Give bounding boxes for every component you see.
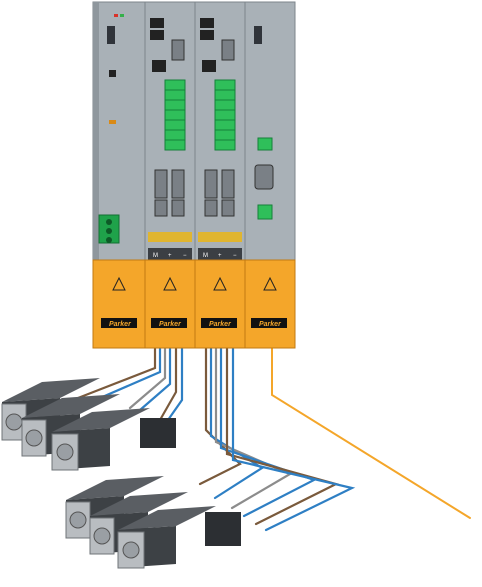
orange-covers xyxy=(92,259,296,349)
status-led-green xyxy=(120,14,124,17)
cable-brown-3 xyxy=(198,346,242,486)
parker-logo: Parker Parker Parker Parker xyxy=(101,318,287,328)
servo-motor xyxy=(117,506,241,569)
cable-blue-1 xyxy=(98,346,162,400)
cable-brown-2 xyxy=(158,346,178,422)
terminal-label-plus-2: + xyxy=(218,253,222,259)
cable-brown-4 xyxy=(225,346,340,526)
brand-text-3: Parker xyxy=(209,321,232,328)
brand-text-2: Parker xyxy=(159,321,182,328)
drive-rack: M + − M + − xyxy=(92,1,296,349)
axis-module-1: M + − xyxy=(144,1,196,261)
servo-motor-group-upper xyxy=(1,378,176,471)
servo-motor-group-lower xyxy=(65,476,241,569)
dip-switch xyxy=(257,137,273,151)
cable-blue-5 xyxy=(219,346,317,518)
servo-motor xyxy=(51,408,176,471)
cable-blue-2 xyxy=(138,346,172,412)
status-led-red xyxy=(114,14,118,17)
ethernet-port xyxy=(150,18,164,28)
front-connector xyxy=(107,26,115,44)
axis-module-2: M + − xyxy=(194,1,246,261)
terminal-label-m-2: M xyxy=(203,253,208,259)
cable-orange xyxy=(271,347,471,519)
option-module xyxy=(244,1,296,261)
brand-text-4: Parker xyxy=(259,321,282,328)
cable-brown-1 xyxy=(76,346,157,400)
sub-d-connector xyxy=(171,39,185,61)
terminal-label-minus: − xyxy=(183,253,187,259)
cable-blue-3 xyxy=(166,346,184,422)
terminal-label-plus: + xyxy=(168,253,172,259)
brand-text-1: Parker xyxy=(109,321,132,328)
motor-cables xyxy=(76,346,471,532)
terminal-label-minus-2: − xyxy=(233,253,237,259)
warning-triangle-icon xyxy=(112,276,277,291)
cable-grey-1 xyxy=(128,346,167,410)
terminal-label-m: M xyxy=(153,253,158,259)
cable-blue-6 xyxy=(231,346,356,532)
port-square xyxy=(109,70,116,77)
sub-d-port xyxy=(254,164,274,190)
green-io-terminals xyxy=(164,79,186,151)
power-supply-module xyxy=(92,1,146,261)
yellow-bus-bar xyxy=(148,232,192,242)
